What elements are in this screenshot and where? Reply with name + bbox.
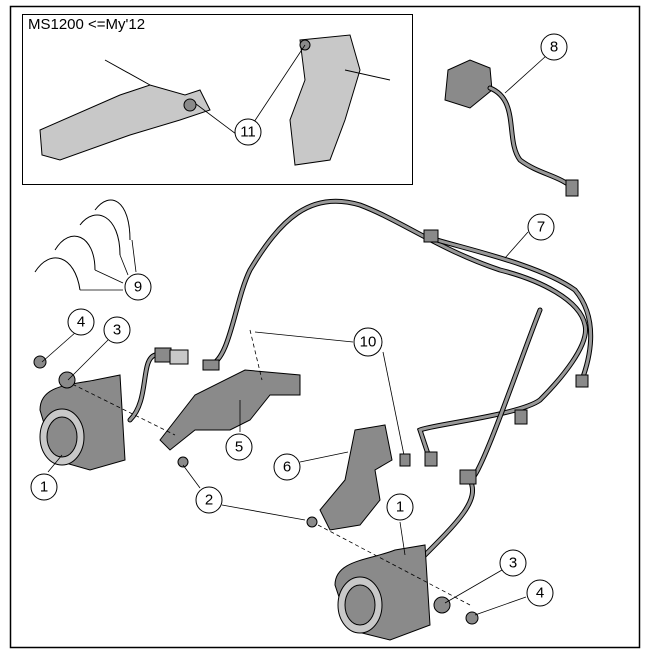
fog-lamp-left	[33, 355, 189, 471]
wiring-harness	[127, 198, 594, 563]
inset-label: MS1200 <=My'12	[28, 16, 146, 33]
svg-text:3: 3	[113, 322, 121, 339]
fog-lamp-right	[317, 524, 479, 641]
callout-1-left: 1	[30, 473, 58, 501]
svg-text:6: 6	[283, 459, 291, 476]
inset-frame	[22, 14, 413, 185]
callout-8: 8	[540, 33, 568, 61]
svg-text:7: 7	[537, 219, 545, 236]
bracket-left	[159, 329, 301, 451]
callout-9: 9	[124, 273, 152, 301]
callout-6: 6	[273, 453, 301, 481]
callout-10: 10	[353, 327, 383, 357]
callout-3: 3	[103, 316, 131, 344]
inset-bracket-right	[289, 34, 391, 166]
svg-text:2: 2	[205, 492, 213, 509]
bracket-right	[319, 424, 393, 531]
callout-4-right: 4	[526, 579, 554, 607]
svg-text:3: 3	[509, 555, 517, 572]
callout-4: 4	[67, 308, 95, 336]
svg-text:10: 10	[360, 334, 377, 351]
callout-5: 5	[225, 433, 253, 461]
switch-assembly	[444, 59, 579, 197]
outer-frame	[9, 5, 641, 649]
svg-text:11: 11	[240, 124, 256, 141]
callout-7: 7	[527, 213, 555, 241]
svg-text:5: 5	[235, 439, 243, 456]
inset-bracket-left	[39, 59, 211, 161]
callout-3-right: 3	[499, 549, 527, 577]
svg-text:4: 4	[536, 585, 544, 602]
callout-1-right: 1	[386, 493, 414, 521]
svg-text:9: 9	[134, 279, 142, 296]
svg-text:8: 8	[550, 39, 558, 56]
svg-text:1: 1	[40, 479, 48, 496]
svg-text:1: 1	[396, 499, 404, 516]
cable-clips	[34, 199, 131, 291]
svg-text:4: 4	[77, 314, 85, 331]
callout-11: 11	[234, 118, 262, 146]
callout-2: 2	[195, 486, 223, 514]
